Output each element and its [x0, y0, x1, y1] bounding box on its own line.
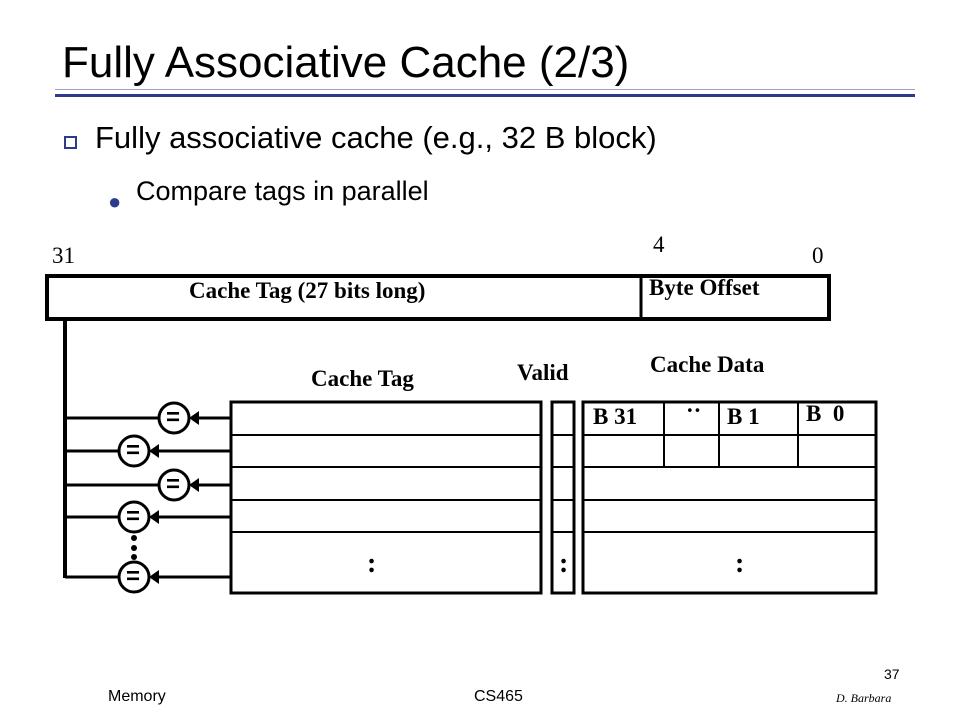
address-register	[45, 274, 831, 321]
cache-data-header: Cache Data	[650, 352, 765, 377]
byte-dots-label: ··	[686, 398, 702, 423]
bit-4-label: 4	[653, 232, 665, 257]
title-underline-thin	[55, 89, 915, 90]
arrowhead-1	[189, 411, 199, 425]
cache-tag-field-label: Cache Tag (27 bits long)	[189, 278, 426, 303]
footer-author: D. Barbara	[836, 691, 892, 705]
arrowhead-3	[189, 478, 199, 492]
page-number: 37	[884, 666, 900, 682]
tag-ellipsis: :	[367, 548, 377, 579]
byte-1-label: B 1	[727, 404, 760, 429]
byte-offset-field-label: Byte Offset	[649, 275, 760, 300]
footer-center: CS465	[474, 688, 523, 705]
equals-icon: =	[126, 437, 141, 464]
square-bullet-icon	[64, 136, 77, 149]
cache-tag-header: Cache Tag	[311, 366, 414, 391]
valid-header: Valid	[517, 360, 569, 385]
bit-31-label: 31	[52, 243, 75, 268]
byte-31-label: B 31	[593, 404, 638, 429]
equals-icon: =	[126, 563, 141, 590]
arrowhead-4	[149, 510, 159, 524]
byte-0-label: B 0	[806, 401, 845, 426]
circle-bullet-icon: ●	[108, 189, 122, 214]
cache-data-array	[581, 400, 878, 595]
footer-left: Memory	[108, 688, 166, 705]
valid-array	[550, 400, 576, 595]
arrowhead-2	[149, 444, 159, 458]
valid-ellipsis: :	[559, 548, 569, 579]
arrowhead-5	[149, 570, 159, 584]
bullet-1: Fully associative cache (e.g., 32 B bloc…	[95, 120, 657, 155]
bit-0-label: 0	[812, 243, 824, 268]
equals-icon: =	[166, 471, 181, 498]
equals-icon: =	[166, 404, 181, 431]
title-underline	[55, 94, 915, 97]
cache-tag-array	[229, 400, 543, 595]
slide-title: Fully Associative Cache (2/3)	[62, 38, 630, 87]
data-ellipsis: :	[735, 548, 745, 579]
vdot-2	[131, 545, 137, 551]
vdot-3	[131, 554, 137, 560]
bullet-2: Compare tags in parallel	[136, 176, 429, 206]
equals-icon: =	[126, 503, 141, 530]
vdot-1	[131, 535, 137, 541]
